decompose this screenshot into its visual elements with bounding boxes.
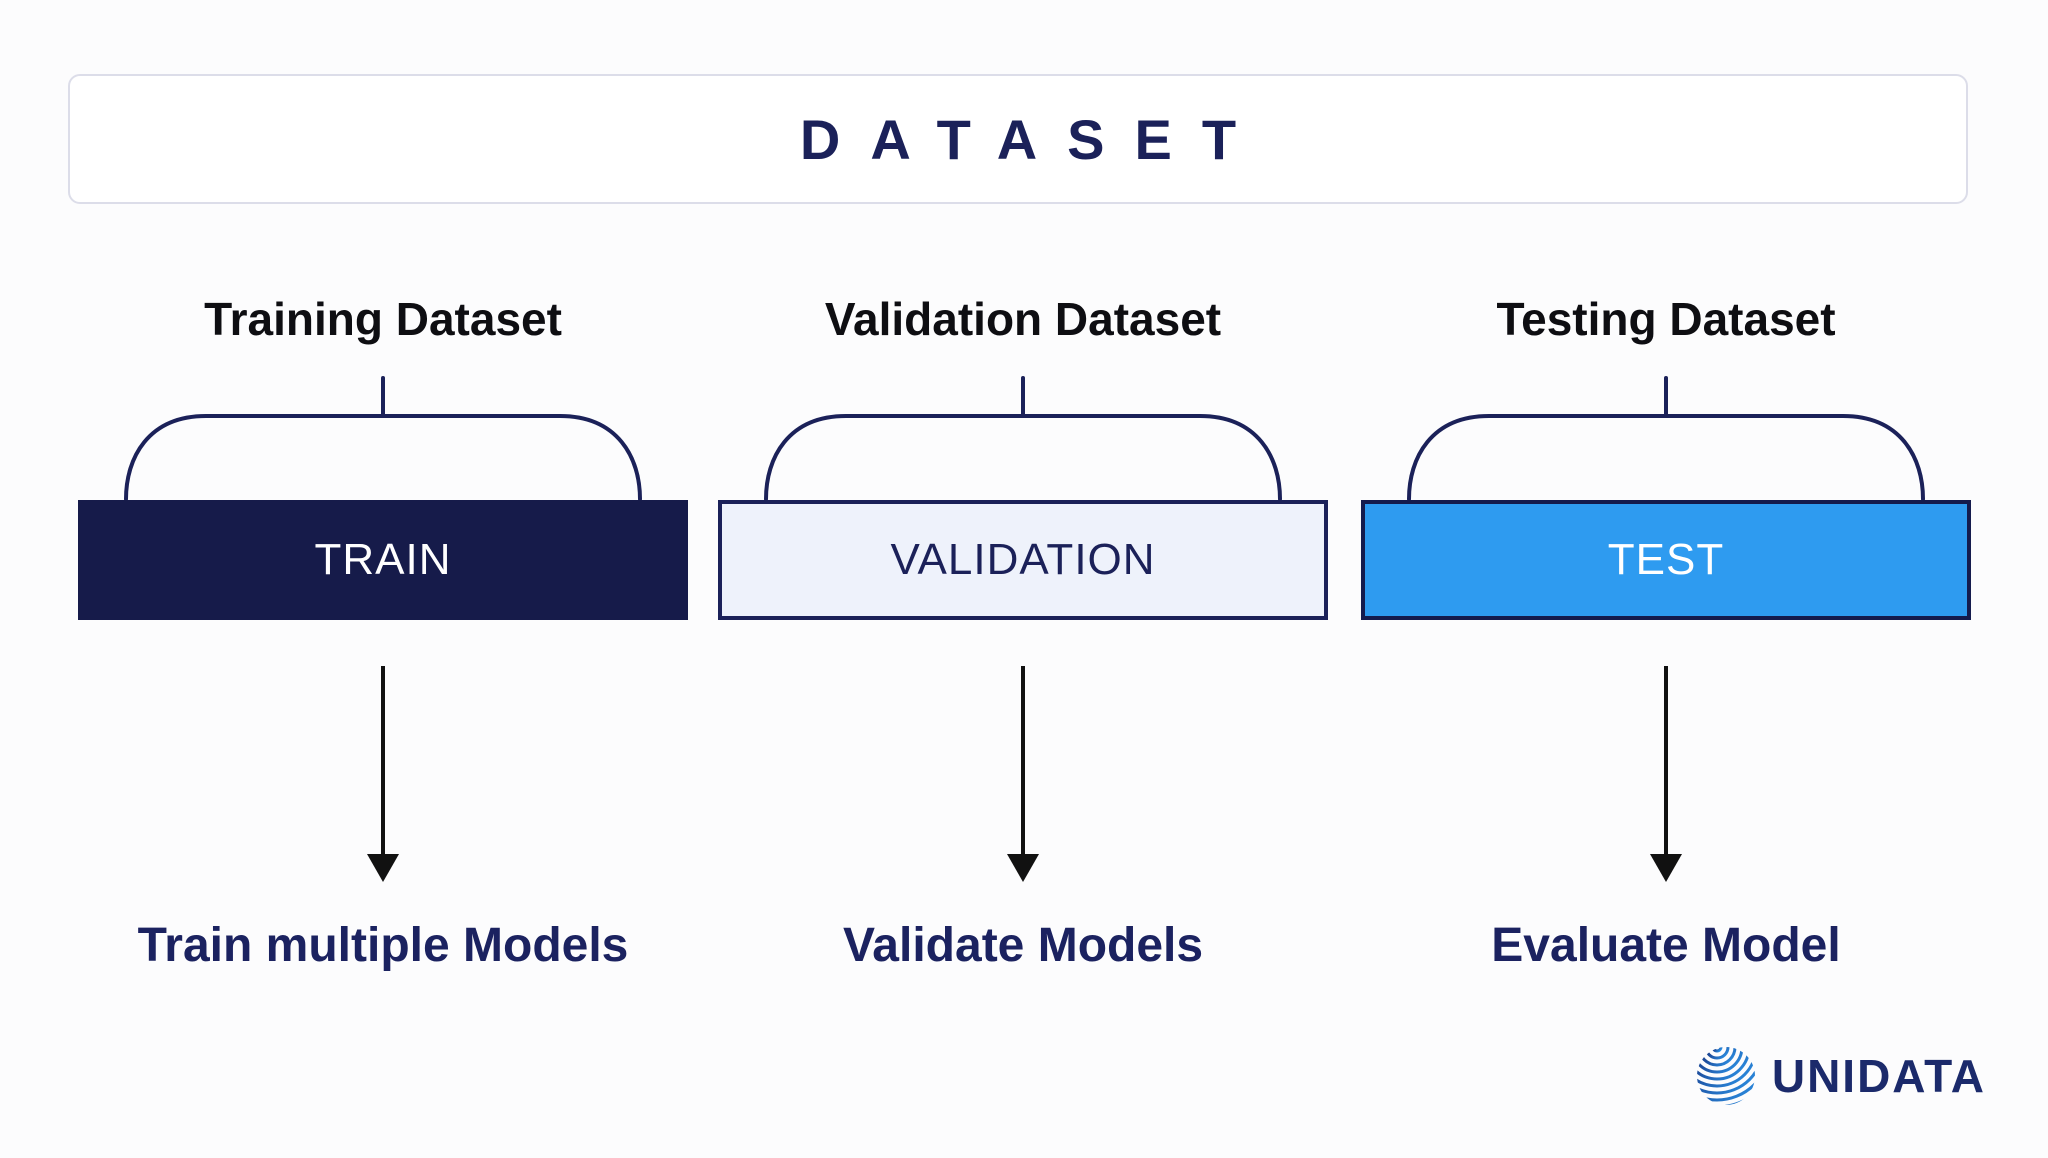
validation-result-label: Validate Models [842, 919, 1204, 972]
arrow-line [1021, 666, 1025, 854]
brand-name: UNIDATA [1771, 1050, 1986, 1102]
train-box: TRAIN [78, 500, 688, 620]
column-train: Training Dataset TRAIN Train multiple Mo… [78, 0, 688, 1158]
validation-box: VALIDATION [718, 500, 1328, 620]
down-arrow-icon [1007, 666, 1039, 882]
dataset-header-frame: DATASET [68, 74, 1968, 204]
striped-globe-icon [1696, 1047, 1755, 1105]
test-column-label: Testing Dataset [1496, 293, 1836, 345]
down-arrow-icon [367, 666, 399, 882]
train-result-label: Train multiple Models [137, 919, 629, 972]
down-arrow-icon [1650, 666, 1682, 882]
test-result-label: Evaluate Model [1491, 919, 1841, 972]
brace-connector-icon [124, 376, 642, 500]
dataset-title: DATASET [799, 107, 1267, 171]
column-validation: Validation Dataset VALIDATION Validate M… [718, 0, 1328, 1158]
test-box: TEST [1361, 500, 1971, 620]
arrow-head [1007, 854, 1039, 882]
brace-connector-icon [1407, 376, 1925, 500]
brand-logo: UNIDATA [1696, 1046, 1986, 1106]
validation-column-label: Validation Dataset [824, 293, 1222, 345]
arrow-line [1664, 666, 1668, 854]
arrow-line [381, 666, 385, 854]
arrow-head [1650, 854, 1682, 882]
column-test: Testing Dataset TEST Evaluate Model [1361, 0, 1971, 1158]
train-column-label: Training Dataset [204, 293, 562, 345]
brace-connector-icon [764, 376, 1282, 500]
arrow-head [367, 854, 399, 882]
